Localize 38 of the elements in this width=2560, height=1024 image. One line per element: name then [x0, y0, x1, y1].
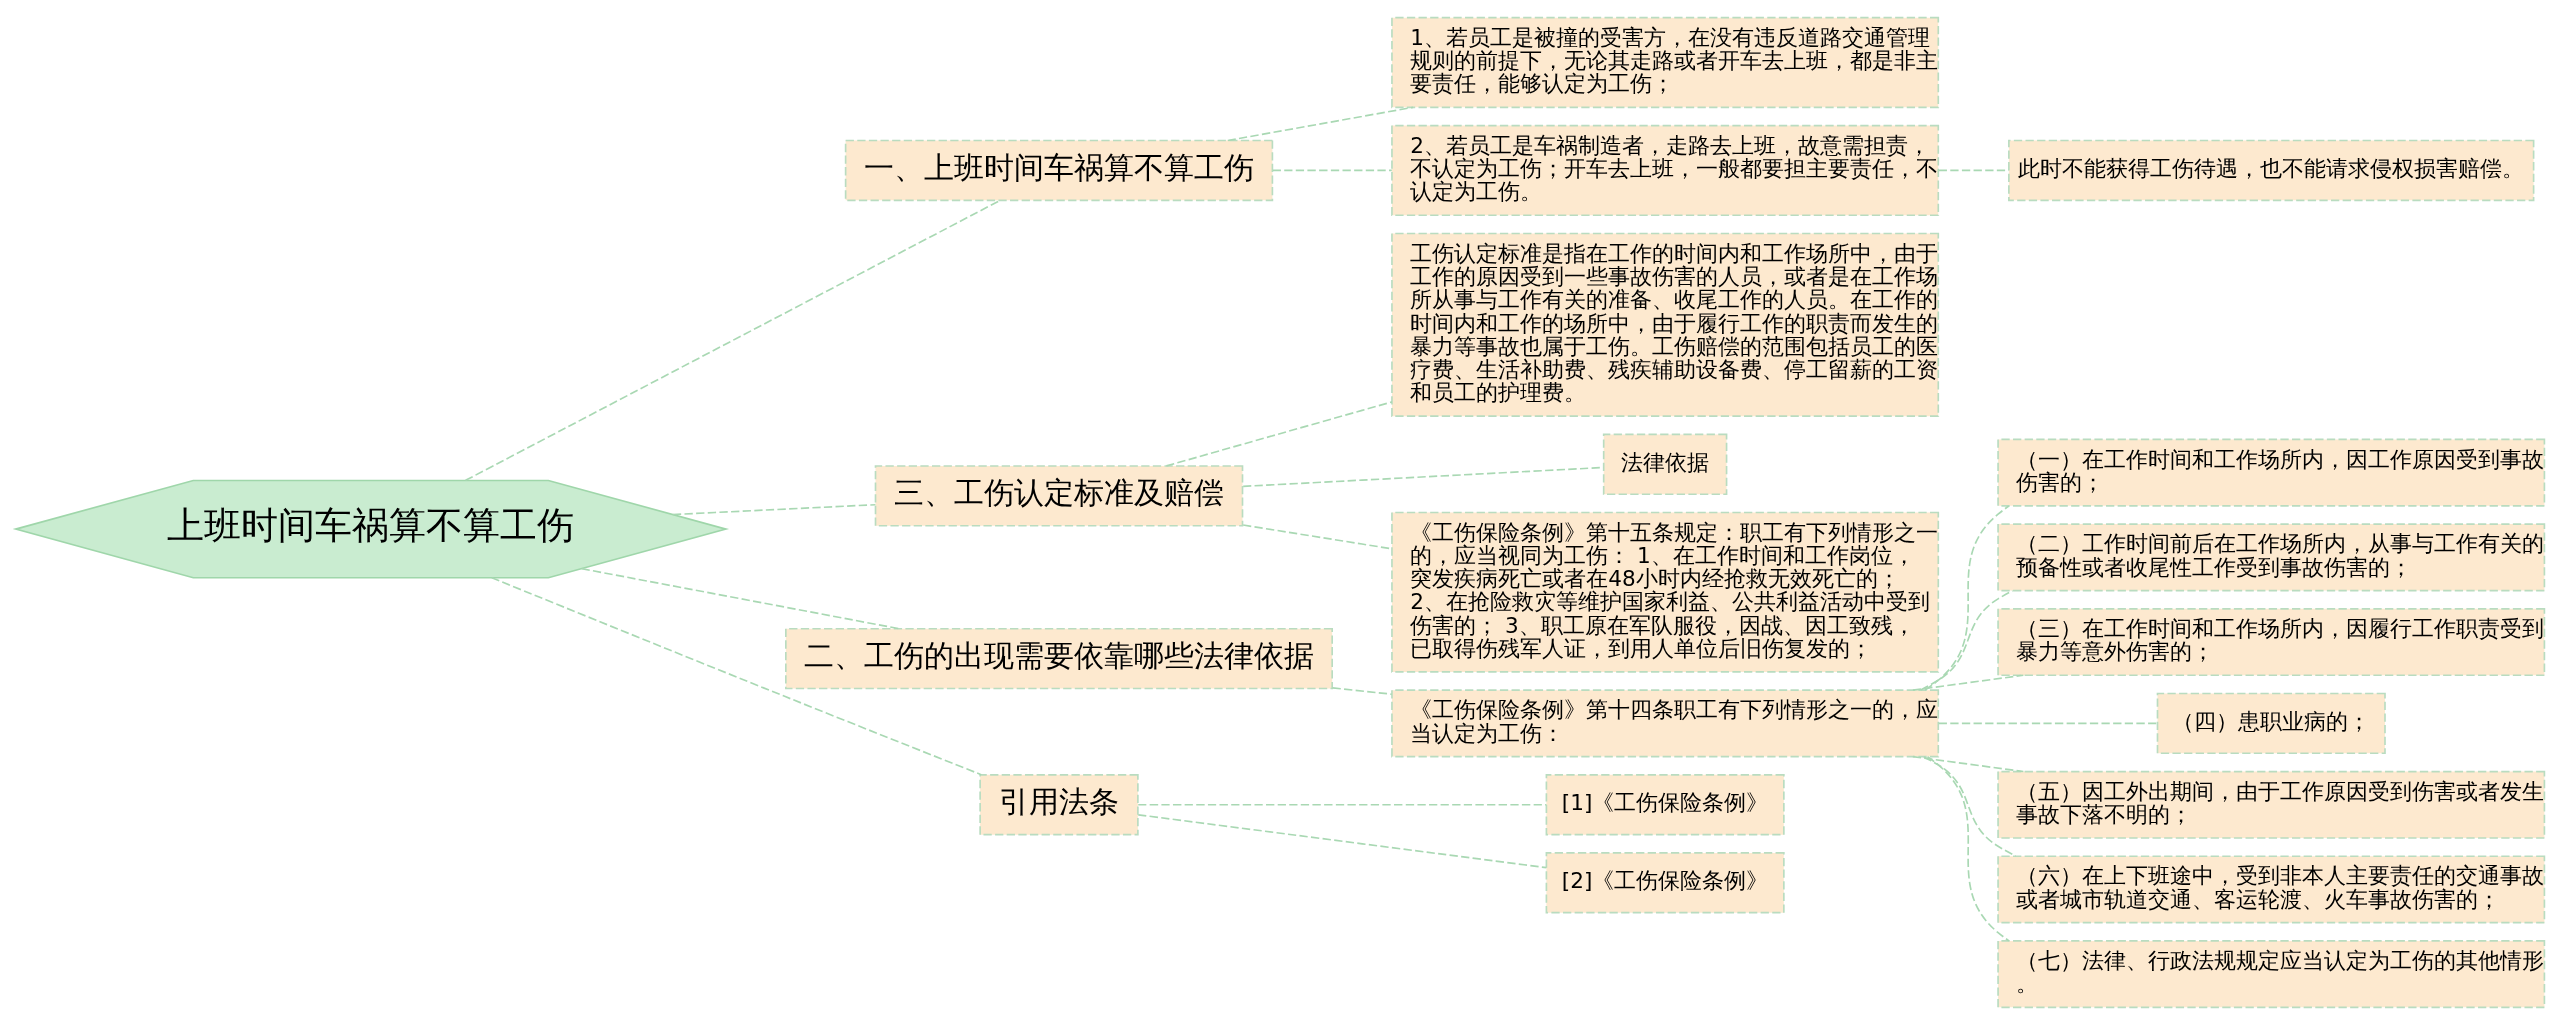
connector: [1912, 755, 2025, 772]
node-box: （七）法律、行政法规规定应当认定为工伤的其他情形。: [1997, 939, 2546, 1008]
node-box: （六）在上下班途中，受到非本人主要责任的交通事故或者城市轨道交通、客运轮渡、火车事故伤害的；: [1997, 854, 2546, 923]
connector: [1919, 589, 2014, 691]
connector: [672, 503, 877, 515]
node-box: （二）工作时间前后在工作场所内，从事与工作有关的预备性或者收尾性工作受到事故伤害的；: [1997, 522, 2546, 591]
node-box: （一）在工作时间和工作场所内，因工作原因受到事故伤害的；: [1997, 438, 2546, 507]
node-box: 2、若员工是车祸制造者，走路去上班，故意需担责，不认定为工伤；开车去上班，一般都要担主要责任，不认定为工伤。: [1391, 124, 1940, 216]
connector: [1165, 400, 1393, 467]
connector: [580, 567, 900, 629]
node-box: （四）患职业病的；: [2156, 692, 2386, 754]
node-box: 法律依据: [1602, 433, 1728, 495]
connector: [1331, 686, 1393, 695]
connector: [1926, 755, 2010, 942]
node-box: （三）在工作时间和工作场所内，因履行工作职责受到暴力等意外伤害的；: [1997, 607, 2546, 676]
connector: [1924, 504, 2010, 691]
connector: [1137, 813, 1548, 868]
node-box: 一、上班时间车祸算不算工伤: [844, 139, 1274, 201]
node-box: 《工伤保险条例》第十五条规定：职工有下列情形之一的，应当视同为工伤： 1、在工作时间和工作岗位，突发疾病死亡或者在48小时内经抢救无效死亡的； 2、在抢险救灾等维护国家利益、公共利益活动中受到伤害的； 3、职工原在军队服役，因战、因工致残，已取得伤残军人证，到用人单位后旧伤复发的；: [1391, 511, 1940, 673]
node-box: [2]《工伤保险条例》: [1545, 851, 1785, 914]
node-box: 工伤认定标准是指在工作的时间内和工作场所中，由于工作的原因受到一些事故伤害的人员，或者是在工作场所从事与工作有关的准备、收尾工作的人员。在工作的时间内和工作的场所中，由于履行工作的职责而发生的暴力等事故也属于工伤。工伤赔偿的范围包括员工的医疗费、生活补助费、残疾辅助设备费、停工留薪的工资和员工的护理费。: [1391, 232, 1940, 417]
node-box: 二、工伤的出现需要依靠哪些法律依据: [785, 627, 1333, 689]
node-box: 三、工伤认定标准及赔偿: [874, 464, 1244, 527]
node-box: [1]《工伤保险条例》: [1545, 773, 1785, 835]
connector: [1937, 722, 2159, 724]
connector: [1226, 106, 1414, 141]
node-box: （五）因工外出期间，由于工作原因受到伤害或者发生事故下落不明的；: [1997, 770, 2546, 839]
node-box: 《工伤保险条例》第十四条职工有下列情形之一的，应当认定为工伤：: [1391, 688, 1940, 757]
connector: [1271, 169, 1393, 171]
connector: [1137, 803, 1548, 806]
node-box: 引用法条: [979, 773, 1139, 835]
connector: [490, 576, 983, 775]
connector: [1937, 169, 2010, 171]
node-box: 此时不能获得工伤待遇，也不能请求侵权损害赔偿。: [2008, 139, 2535, 201]
connector: [464, 199, 1001, 481]
node-box: 1、若员工是被撞的受害方，在没有违反道路交通管理规则的前提下，无论其走路或者开车去上班，都是非主要责任，能够认定为工伤；: [1391, 16, 1940, 108]
connector: [1923, 755, 2017, 857]
connector: [1912, 673, 2025, 691]
